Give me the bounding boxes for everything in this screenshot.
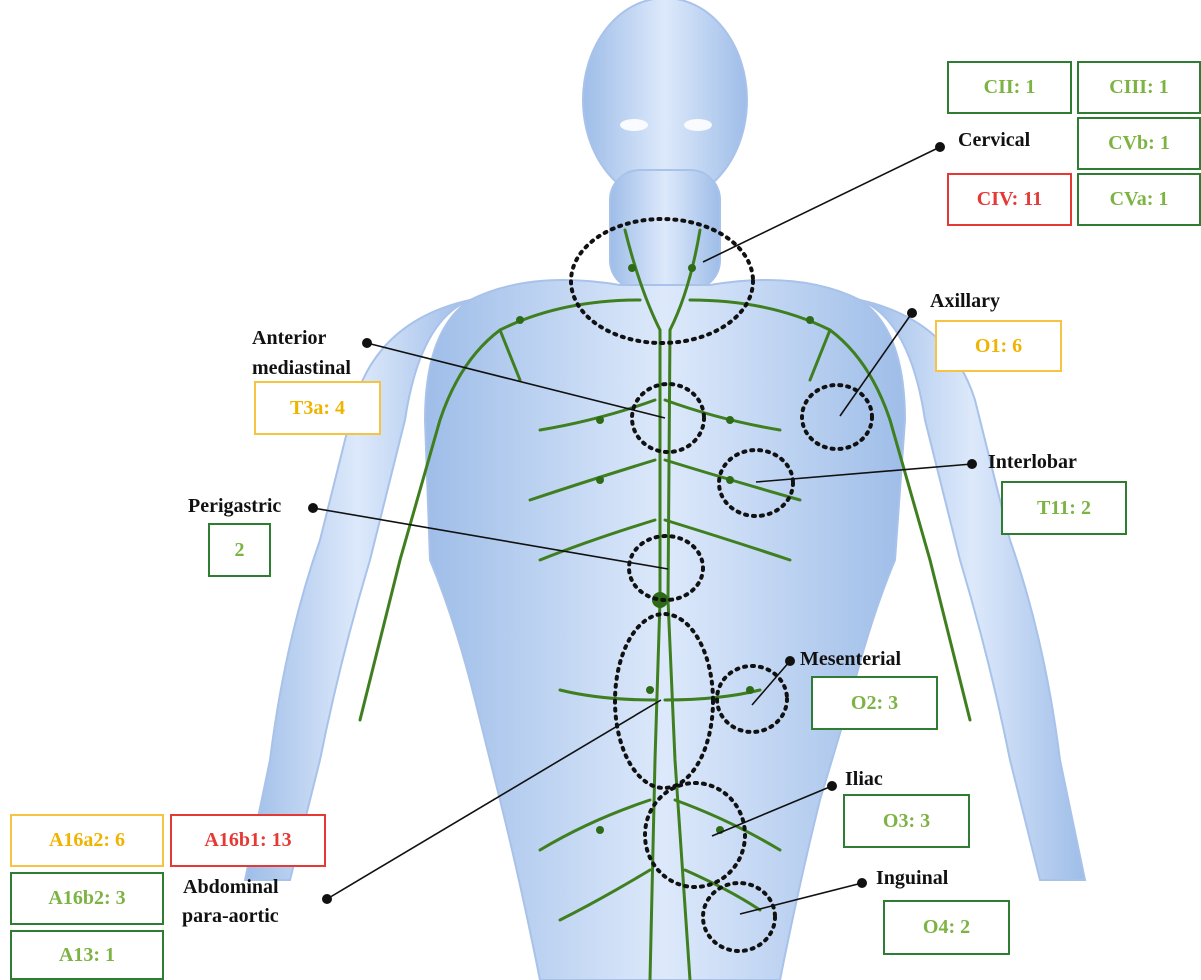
a16a2-count-box: A16a2: 6	[10, 814, 164, 867]
civ-count-box: CIV: 11	[947, 173, 1072, 226]
cvb-count-box: CVb: 1	[1077, 117, 1201, 170]
abdominal-para-aortic-label-line1: Abdominal	[183, 873, 279, 901]
perigastric-label: Perigastric	[188, 492, 281, 520]
interlobar-label: Interlobar	[988, 448, 1077, 476]
cva-count-box: CVa: 1	[1077, 173, 1201, 226]
a16b2-count-box: A16b2: 3	[10, 872, 164, 925]
inguinal-label: Inguinal	[876, 864, 948, 892]
cervical-leader-line	[703, 147, 940, 262]
ciii-count-box: CIII: 1	[1077, 61, 1201, 114]
o2-count-box: O2: 3	[811, 676, 938, 730]
axillary-label: Axillary	[930, 287, 1000, 315]
t3a-count-box: T3a: 4	[254, 381, 381, 435]
o1-count-box: O1: 6	[935, 320, 1062, 372]
abdominal-para-aortic-label-line2: para-aortic	[182, 902, 279, 930]
cii-count-box: CII: 1	[947, 61, 1072, 114]
a13-count-box: A13: 1	[10, 930, 164, 980]
mesenterial-label: Mesenterial	[800, 645, 901, 673]
a16b1-count-box: A16b1: 13	[170, 814, 326, 867]
anterior-mediastinal-label-line2: mediastinal	[252, 354, 351, 382]
iliac-label: Iliac	[845, 765, 883, 793]
t11-count-box: T11: 2	[1001, 481, 1127, 535]
cervical-label: Cervical	[958, 126, 1030, 154]
anterior-mediastinal-label-line1: Anterior	[252, 324, 326, 352]
o4-count-box: O4: 2	[883, 900, 1010, 955]
o3-count-box: O3: 3	[843, 794, 970, 848]
perigastric-count-box: 2	[208, 523, 271, 577]
